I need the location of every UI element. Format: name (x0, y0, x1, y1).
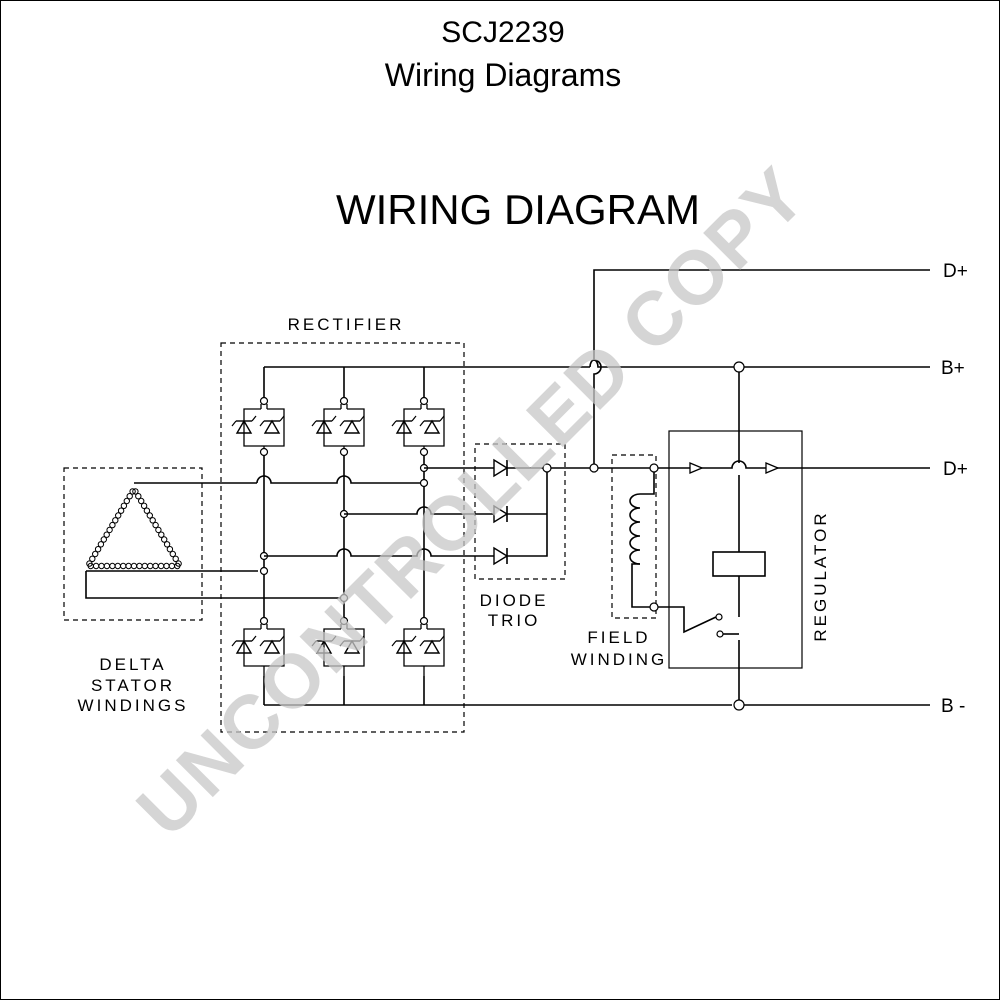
diode-trio-label-line2: TRIO (488, 611, 541, 630)
regulator-arrow-1 (689, 462, 703, 474)
regulator-box (668, 430, 803, 669)
regulator-arrow-2 (765, 462, 779, 474)
field-coil (629, 493, 641, 565)
terminal-d-plus-top: D+ (943, 261, 968, 282)
regulator-label: REGULATOR (811, 510, 830, 641)
delta-stator-coils (86, 488, 182, 570)
regulator-control-block (712, 551, 766, 577)
rectifier-box (220, 342, 465, 733)
terminal-b-plus: B+ (941, 358, 965, 379)
diode-pair-upper-3 (392, 398, 444, 457)
watermark: UNCONTROLLED COPY (121, 151, 823, 853)
rectifier-label: RECTIFIER (288, 315, 405, 334)
field-winding-label-line2: WINDING (571, 650, 668, 669)
diode-pair-upper-2 (312, 398, 364, 457)
delta-label-line3: WINDINGS (78, 696, 189, 715)
terminal-b-minus: B - (941, 696, 965, 717)
diode-trio-3 (493, 547, 508, 565)
field-winding-label-line1: FIELD (587, 628, 650, 647)
diode-pair-upper-1 (232, 398, 284, 457)
delta-label-line2: STATOR (91, 676, 175, 695)
diagram-title: WIRING DIAGRAM (336, 186, 700, 233)
delta-stator-box (63, 467, 203, 621)
diode-trio-box (474, 443, 566, 580)
diode-trio-label-line1: DIODE (480, 591, 549, 610)
terminal-d-plus-mid: D+ (943, 459, 968, 480)
part-number: SCJ2239 (441, 16, 564, 49)
delta-label-line1: DELTA (99, 655, 166, 674)
page-subtitle: Wiring Diagrams (385, 57, 621, 93)
field-winding-box (611, 454, 657, 619)
